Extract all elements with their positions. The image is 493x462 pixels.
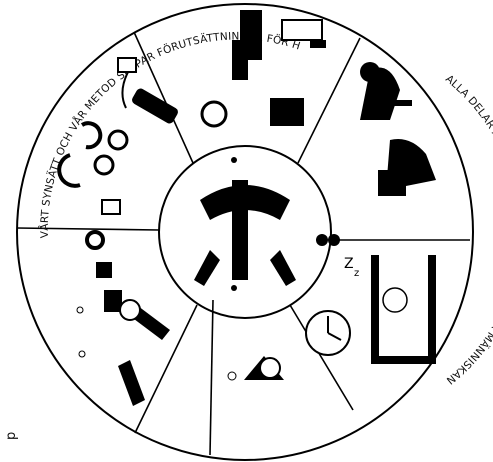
svg-text:Z: Z [344, 256, 354, 272]
svg-text:z: z [354, 268, 359, 279]
clock-icon [306, 311, 350, 355]
corner-mark: p [4, 432, 19, 440]
